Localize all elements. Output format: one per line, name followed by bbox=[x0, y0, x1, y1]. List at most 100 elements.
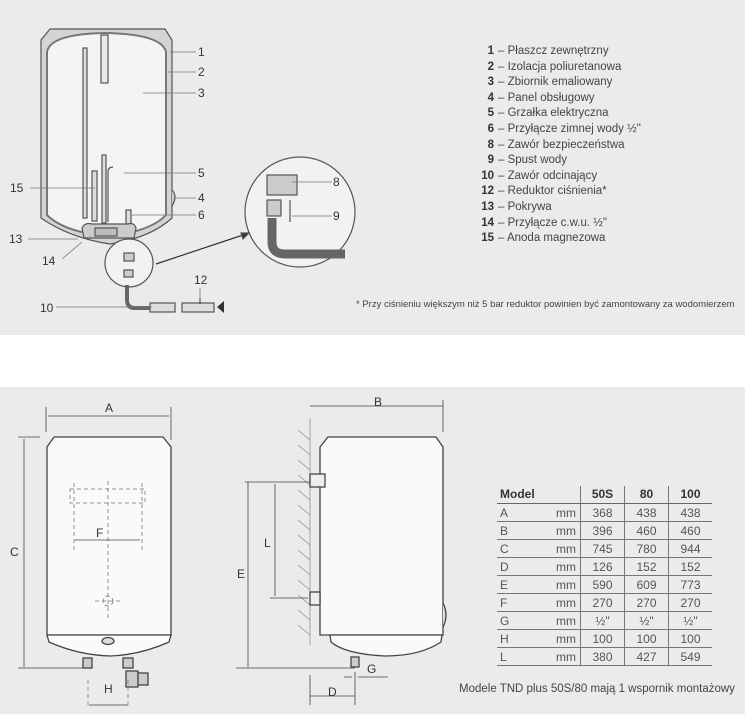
legend-number: 3 bbox=[487, 76, 494, 89]
callout-5: 5 bbox=[198, 166, 205, 180]
table-cell: D bbox=[497, 557, 550, 576]
table-cell: 745 bbox=[580, 539, 625, 558]
callout-8: 8 bbox=[333, 175, 340, 189]
dim-label-a: A bbox=[105, 401, 113, 415]
legend-item: 10 – Zawór odcinający bbox=[474, 169, 641, 185]
legend-item: 12 – Reduktor ciśnienia* bbox=[474, 184, 641, 200]
table-cell: mm bbox=[550, 593, 581, 612]
table-cell: 126 bbox=[580, 557, 625, 576]
callout-3: 3 bbox=[198, 86, 205, 100]
table-cell: mm bbox=[550, 557, 581, 576]
legend-number: 1 bbox=[487, 45, 494, 57]
dim-label-l: L bbox=[264, 536, 271, 550]
callout-10: 10 bbox=[40, 301, 54, 315]
table-cell: 460 bbox=[624, 521, 669, 540]
callout-4: 4 bbox=[198, 191, 205, 205]
callout-13: 13 bbox=[9, 232, 23, 246]
table-cell: mm bbox=[550, 503, 581, 522]
table-cell: 773 bbox=[668, 575, 712, 594]
legend-number: 14 bbox=[481, 216, 494, 229]
table-cell: 100 bbox=[580, 629, 625, 648]
front-view bbox=[18, 407, 172, 706]
table-cell: 549 bbox=[668, 647, 712, 666]
legend-text: – Przyłącze c.w.u. ½" bbox=[498, 216, 607, 229]
table-cell: 438 bbox=[668, 503, 712, 522]
legend-item: 2 – Izolacja poliuretanowa bbox=[474, 60, 641, 76]
table-cell: mm bbox=[550, 611, 581, 630]
legend-number: 15 bbox=[481, 232, 494, 245]
table-cell: ½" bbox=[624, 611, 669, 630]
legend-text: – Anoda magnezowa bbox=[498, 232, 606, 245]
table-cell: B bbox=[497, 521, 550, 540]
pressure-footnote: * Przy ciśnieniu większym niż 5 bar redu… bbox=[356, 299, 735, 310]
legend-item: 4 – Panel obsługowy bbox=[474, 91, 641, 107]
table-cell: 590 bbox=[580, 575, 625, 594]
table-cell: ½" bbox=[668, 611, 712, 630]
legend-text: – Reduktor ciśnienia* bbox=[498, 185, 607, 198]
legend-text: – Zawór odcinający bbox=[498, 169, 598, 182]
callout-labels: 1 2 3 5 4 6 15 13 14 10 12 8 9 bbox=[9, 45, 340, 315]
legend-item: 15 – Anoda magnezowa bbox=[474, 231, 641, 247]
legend-text: – Zawór bezpieczeństwa bbox=[498, 138, 625, 151]
callout-9: 9 bbox=[333, 209, 340, 223]
table-cell: 780 bbox=[624, 539, 669, 558]
dim-label-c: C bbox=[10, 545, 19, 559]
legend-number: 10 bbox=[481, 169, 494, 182]
table-cell: 368 bbox=[580, 503, 625, 522]
header-50s: 50S bbox=[580, 486, 625, 504]
mounting-caption: Modele TND plus 50S/80 mają 1 wspornik m… bbox=[459, 683, 735, 695]
header-80: 80 bbox=[624, 486, 669, 504]
legend-number: 5 bbox=[487, 107, 494, 120]
table-cell: C bbox=[497, 539, 550, 558]
table-cell: mm bbox=[550, 629, 581, 648]
legend-text: – Pokrywa bbox=[498, 200, 552, 213]
table-cell: mm bbox=[550, 647, 581, 666]
detail-circle-small bbox=[104, 238, 154, 288]
callout-2: 2 bbox=[198, 65, 205, 79]
dim-label-h: H bbox=[104, 682, 113, 696]
callout-14: 14 bbox=[42, 254, 56, 268]
legend-text: – Izolacja poliuretanowa bbox=[498, 60, 622, 73]
callout-12: 12 bbox=[194, 273, 208, 287]
legend-item: 6 – Przyłącze zimnej wody ½" bbox=[474, 122, 641, 138]
table-cell: 270 bbox=[668, 593, 712, 612]
header-unit bbox=[550, 486, 581, 504]
table-cell: A bbox=[497, 503, 550, 522]
legend-text: – Spust wody bbox=[498, 154, 568, 167]
legend-text: – Panel obsługowy bbox=[498, 91, 595, 104]
legend-text: – Grzałka elektryczna bbox=[498, 107, 609, 120]
legend-number: 4 bbox=[487, 91, 494, 104]
table-cell: 438 bbox=[624, 503, 669, 522]
table-cell: 100 bbox=[668, 629, 712, 648]
table-cell: ½" bbox=[580, 611, 625, 630]
legend-number: 2 bbox=[487, 60, 494, 73]
table-header-row: Model 50S 80 100 bbox=[497, 486, 712, 504]
table-cell: 460 bbox=[668, 521, 712, 540]
dimension-labels: A B C D E F G H L bbox=[10, 395, 382, 699]
header-100: 100 bbox=[668, 486, 712, 504]
table-cell: L bbox=[497, 647, 550, 666]
table-cell: 270 bbox=[624, 593, 669, 612]
legend-text: – Przyłącze zimnej wody ½" bbox=[498, 122, 641, 135]
legend-text: – Zbiornik emaliowany bbox=[498, 76, 613, 89]
legend-number: 12 bbox=[481, 185, 494, 198]
callout-6: 6 bbox=[198, 208, 205, 222]
table-cell: 152 bbox=[624, 557, 669, 576]
table-cell: G bbox=[497, 611, 550, 630]
table-cell: 427 bbox=[624, 647, 669, 666]
table-cell: H bbox=[497, 629, 550, 648]
table-cell: E bbox=[497, 575, 550, 594]
legend-number: 6 bbox=[487, 122, 494, 135]
table-cell: 944 bbox=[668, 539, 712, 558]
dim-label-g: G bbox=[367, 662, 376, 676]
